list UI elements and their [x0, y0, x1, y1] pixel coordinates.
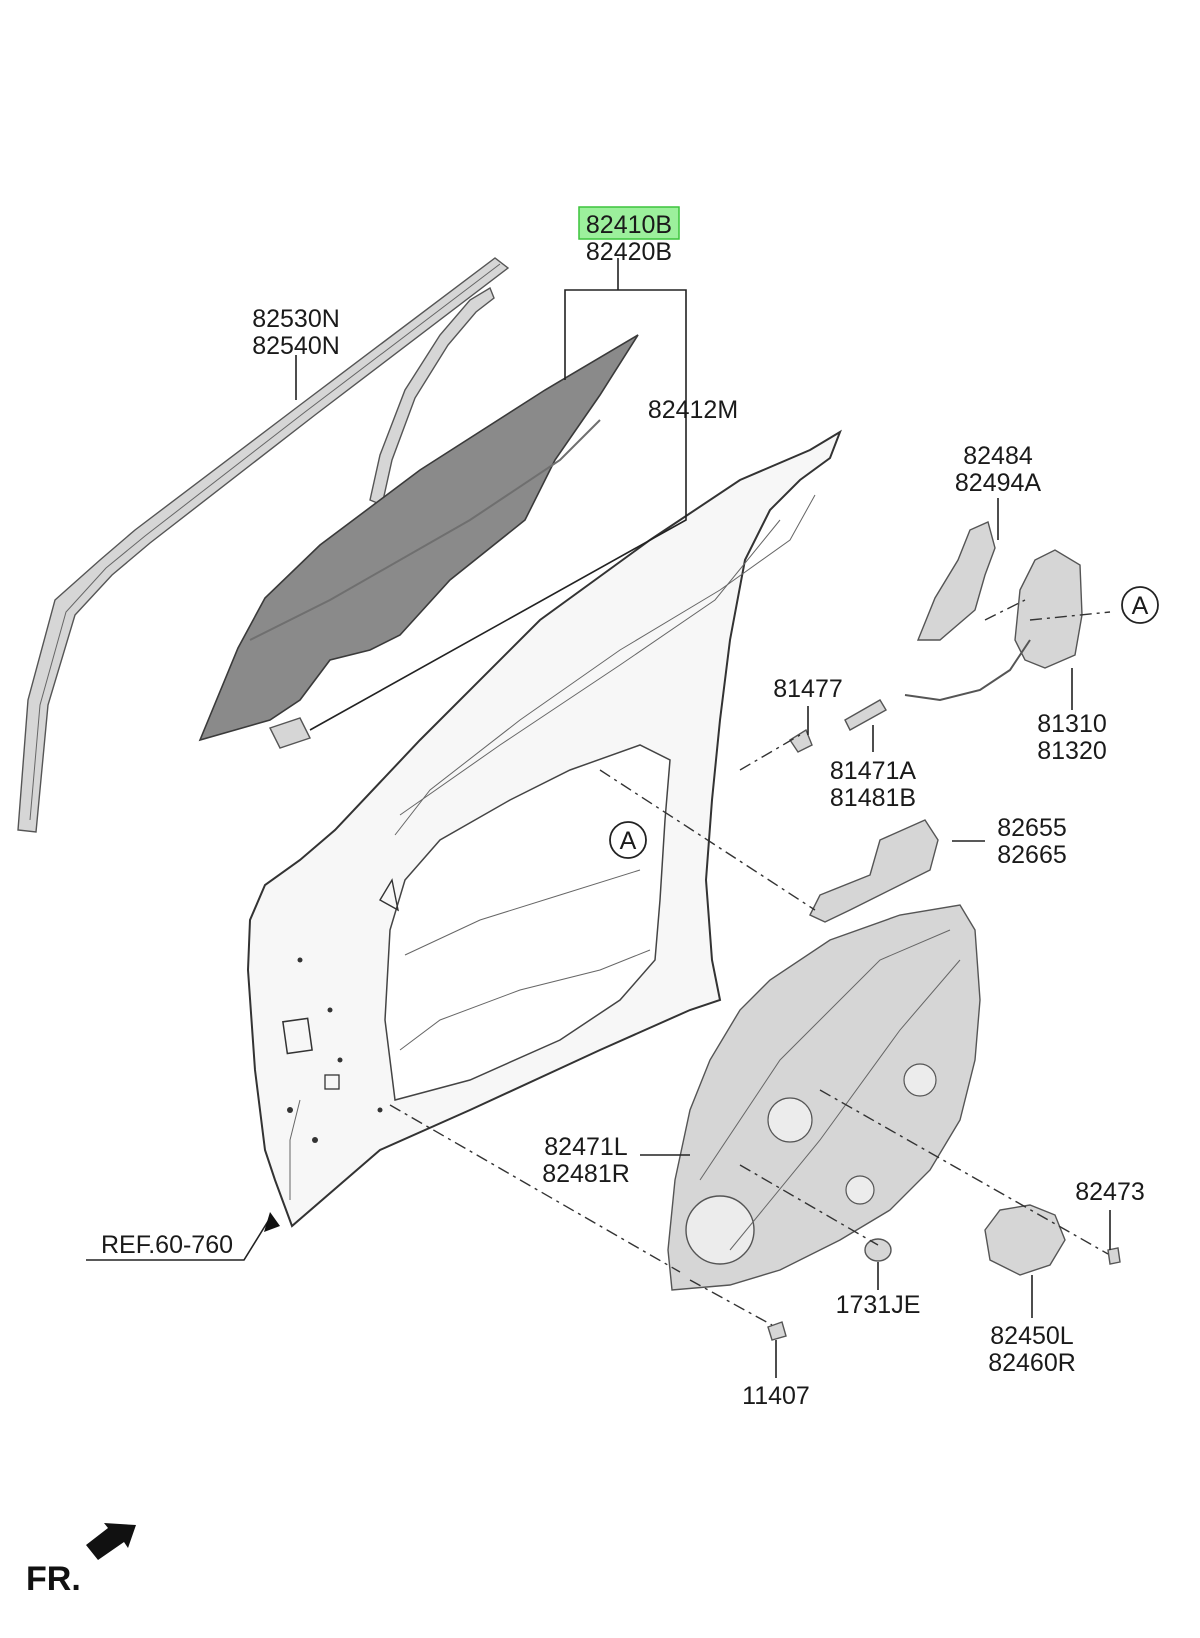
- latch-bracket[interactable]: [916, 521, 996, 641]
- label-82412m[interactable]: 82412M: [648, 396, 738, 424]
- label-82530n[interactable]: 82530N: [252, 305, 340, 333]
- label-82460r[interactable]: 82460R: [988, 1349, 1076, 1377]
- front-arrow-icon: [86, 1523, 136, 1560]
- door-glass[interactable]: [198, 334, 639, 749]
- label-82540n[interactable]: 82540N: [252, 332, 340, 360]
- callout-a-latch: A: [1121, 586, 1159, 624]
- door-frame[interactable]: [246, 429, 842, 1228]
- label-82481r[interactable]: 82481R: [542, 1160, 630, 1188]
- highlight-box: [578, 206, 680, 240]
- label-82420b[interactable]: 82420B: [586, 238, 672, 266]
- door-module-panel[interactable]: [667, 904, 981, 1291]
- striker-bolt[interactable]: [789, 728, 813, 753]
- outside-handle-bracket[interactable]: [809, 819, 939, 923]
- label-81320[interactable]: 81320: [1037, 737, 1107, 765]
- regulator-motor[interactable]: [984, 1204, 1066, 1276]
- assembly-lines: [389, 599, 1111, 1326]
- label-82471l[interactable]: 82471L: [544, 1133, 628, 1161]
- plug[interactable]: [864, 1238, 892, 1262]
- leader-lines: [86, 258, 1111, 1378]
- label-81477[interactable]: 81477: [773, 675, 843, 703]
- label-82494a[interactable]: 82494A: [955, 469, 1042, 497]
- label-81471a[interactable]: 81471A: [830, 757, 917, 785]
- label-11407[interactable]: 11407: [742, 1382, 810, 1410]
- label-ref[interactable]: REF.60-760: [101, 1231, 233, 1259]
- bolt[interactable]: [767, 1321, 787, 1341]
- label-81481b[interactable]: 81481B: [830, 784, 916, 812]
- front-label: FR.: [26, 1560, 81, 1598]
- svg-text:A: A: [620, 827, 637, 855]
- svg-text:A: A: [1132, 592, 1149, 620]
- label-82450l[interactable]: 82450L: [990, 1322, 1074, 1350]
- door-latch[interactable]: [904, 549, 1083, 702]
- label-82484[interactable]: 82484: [963, 442, 1033, 470]
- screw[interactable]: [1107, 1247, 1121, 1265]
- glass-run-channel[interactable]: [369, 286, 495, 506]
- window-moulding[interactable]: [17, 257, 510, 833]
- label-1731je[interactable]: 1731JE: [836, 1291, 921, 1319]
- label-82473[interactable]: 82473: [1075, 1178, 1145, 1206]
- label-82665[interactable]: 82665: [997, 841, 1067, 869]
- front-direction-marker: FR.: [26, 1523, 136, 1598]
- callout-a-panel: A: [609, 821, 647, 859]
- label-81310[interactable]: 81310: [1037, 710, 1107, 738]
- lock-rod[interactable]: [844, 699, 887, 731]
- label-82655[interactable]: 82655: [997, 814, 1067, 842]
- label-82410b[interactable]: 82410B: [586, 211, 672, 239]
